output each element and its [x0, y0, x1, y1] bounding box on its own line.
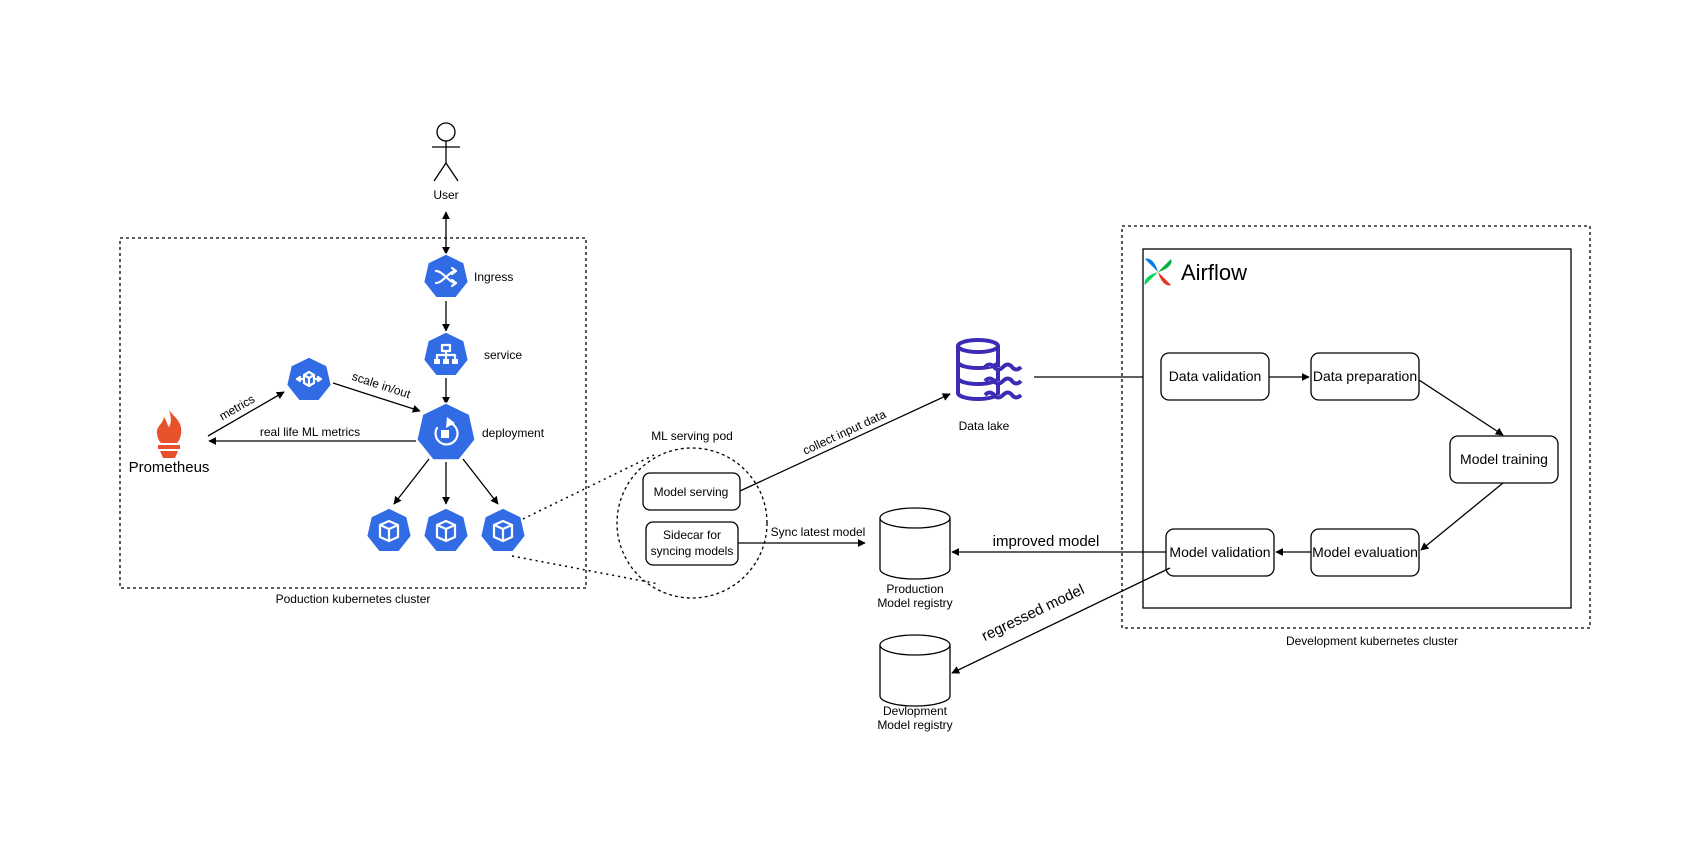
development-registry-node: Devlopment Model registry [877, 634, 953, 732]
deployment-label: deployment [482, 426, 545, 440]
development-cluster-frame [1121, 225, 1591, 629]
collect-input-arrow [739, 393, 951, 492]
production-registry-line2: Model registry [877, 596, 952, 610]
autoscaler-icon [285, 356, 333, 402]
ingress-label: Ingress [474, 270, 513, 284]
ml-serving-pod-label: ML serving pod [651, 429, 733, 443]
database-icon [879, 634, 951, 707]
sync-latest-edge-label: Sync latest model [771, 525, 866, 539]
model-training-label: Model training [1460, 451, 1548, 467]
development-cluster-label: Development kubernetes cluster [1286, 634, 1458, 648]
regressed-model-arrow [951, 567, 1171, 674]
pod-icon [365, 507, 413, 553]
pod-zoom-line-top [522, 454, 655, 520]
training-evaluation-arrow [1420, 482, 1504, 551]
service-icon [422, 331, 470, 377]
ml-serving-pod-circle [616, 447, 768, 599]
pod-icon [422, 507, 470, 553]
preparation-training-arrow [1418, 379, 1504, 436]
development-registry-line2: Model registry [877, 718, 952, 732]
prometheus-label: Prometheus [129, 459, 210, 476]
ingress-icon [422, 253, 470, 299]
model-training-box [1449, 435, 1559, 484]
production-registry-line1: Production [886, 582, 943, 596]
sidecar-label-line1: Sidecar for [663, 528, 721, 542]
airflow-logo-icon [1144, 258, 1172, 286]
scale-edge-label: scale in/out [350, 369, 413, 401]
data-preparation-label: Data preparation [1313, 368, 1417, 384]
airflow-title: Airflow [1181, 260, 1247, 285]
data-lake-icon [956, 338, 1023, 401]
deployment-pod1-arrow [393, 458, 430, 505]
model-validation-label: Model validation [1169, 544, 1270, 560]
service-label: service [484, 348, 522, 362]
development-registry-line1: Devlopment [883, 704, 948, 718]
service-node: service [422, 331, 522, 377]
data-lake-label: Data lake [959, 419, 1010, 433]
data-lake-node: Data lake [956, 338, 1023, 433]
collect-input-edge-label: collect input data [801, 407, 889, 458]
regressed-model-edge-label: regressed model [979, 581, 1087, 645]
model-serving-box [642, 472, 741, 511]
prometheus-node: Prometheus [129, 410, 210, 476]
pod-icon [479, 507, 527, 553]
person-icon [432, 122, 460, 182]
data-preparation-box [1310, 352, 1420, 401]
prometheus-hpa-arrow [207, 391, 285, 437]
model-evaluation-label: Model evaluation [1312, 544, 1418, 560]
ml-serving-pod: ML serving pod Model serving Sidecar for… [616, 429, 768, 599]
user-actor: User [432, 122, 460, 202]
production-registry-node: Production Model registry [877, 507, 953, 610]
database-icon [879, 507, 951, 580]
production-cluster-label: Poduction kubernetes cluster [276, 592, 431, 606]
improved-model-edge-label: improved model [993, 533, 1100, 550]
deployment-icon [415, 402, 477, 461]
ingress-node: Ingress [422, 253, 513, 299]
user-label: User [433, 188, 458, 202]
prometheus-flame-icon [156, 410, 182, 458]
data-validation-label: Data validation [1169, 368, 1262, 384]
hpa-deployment-arrow [332, 382, 421, 413]
real-life-metrics-edge-label: real life ML metrics [260, 425, 360, 439]
deployment-node: deployment [415, 402, 545, 461]
deployment-pod3-arrow [462, 458, 499, 505]
pod-zoom-line-bottom [511, 555, 660, 585]
sidecar-label-line2: syncing models [651, 544, 734, 558]
model-serving-label: Model serving [654, 485, 729, 499]
